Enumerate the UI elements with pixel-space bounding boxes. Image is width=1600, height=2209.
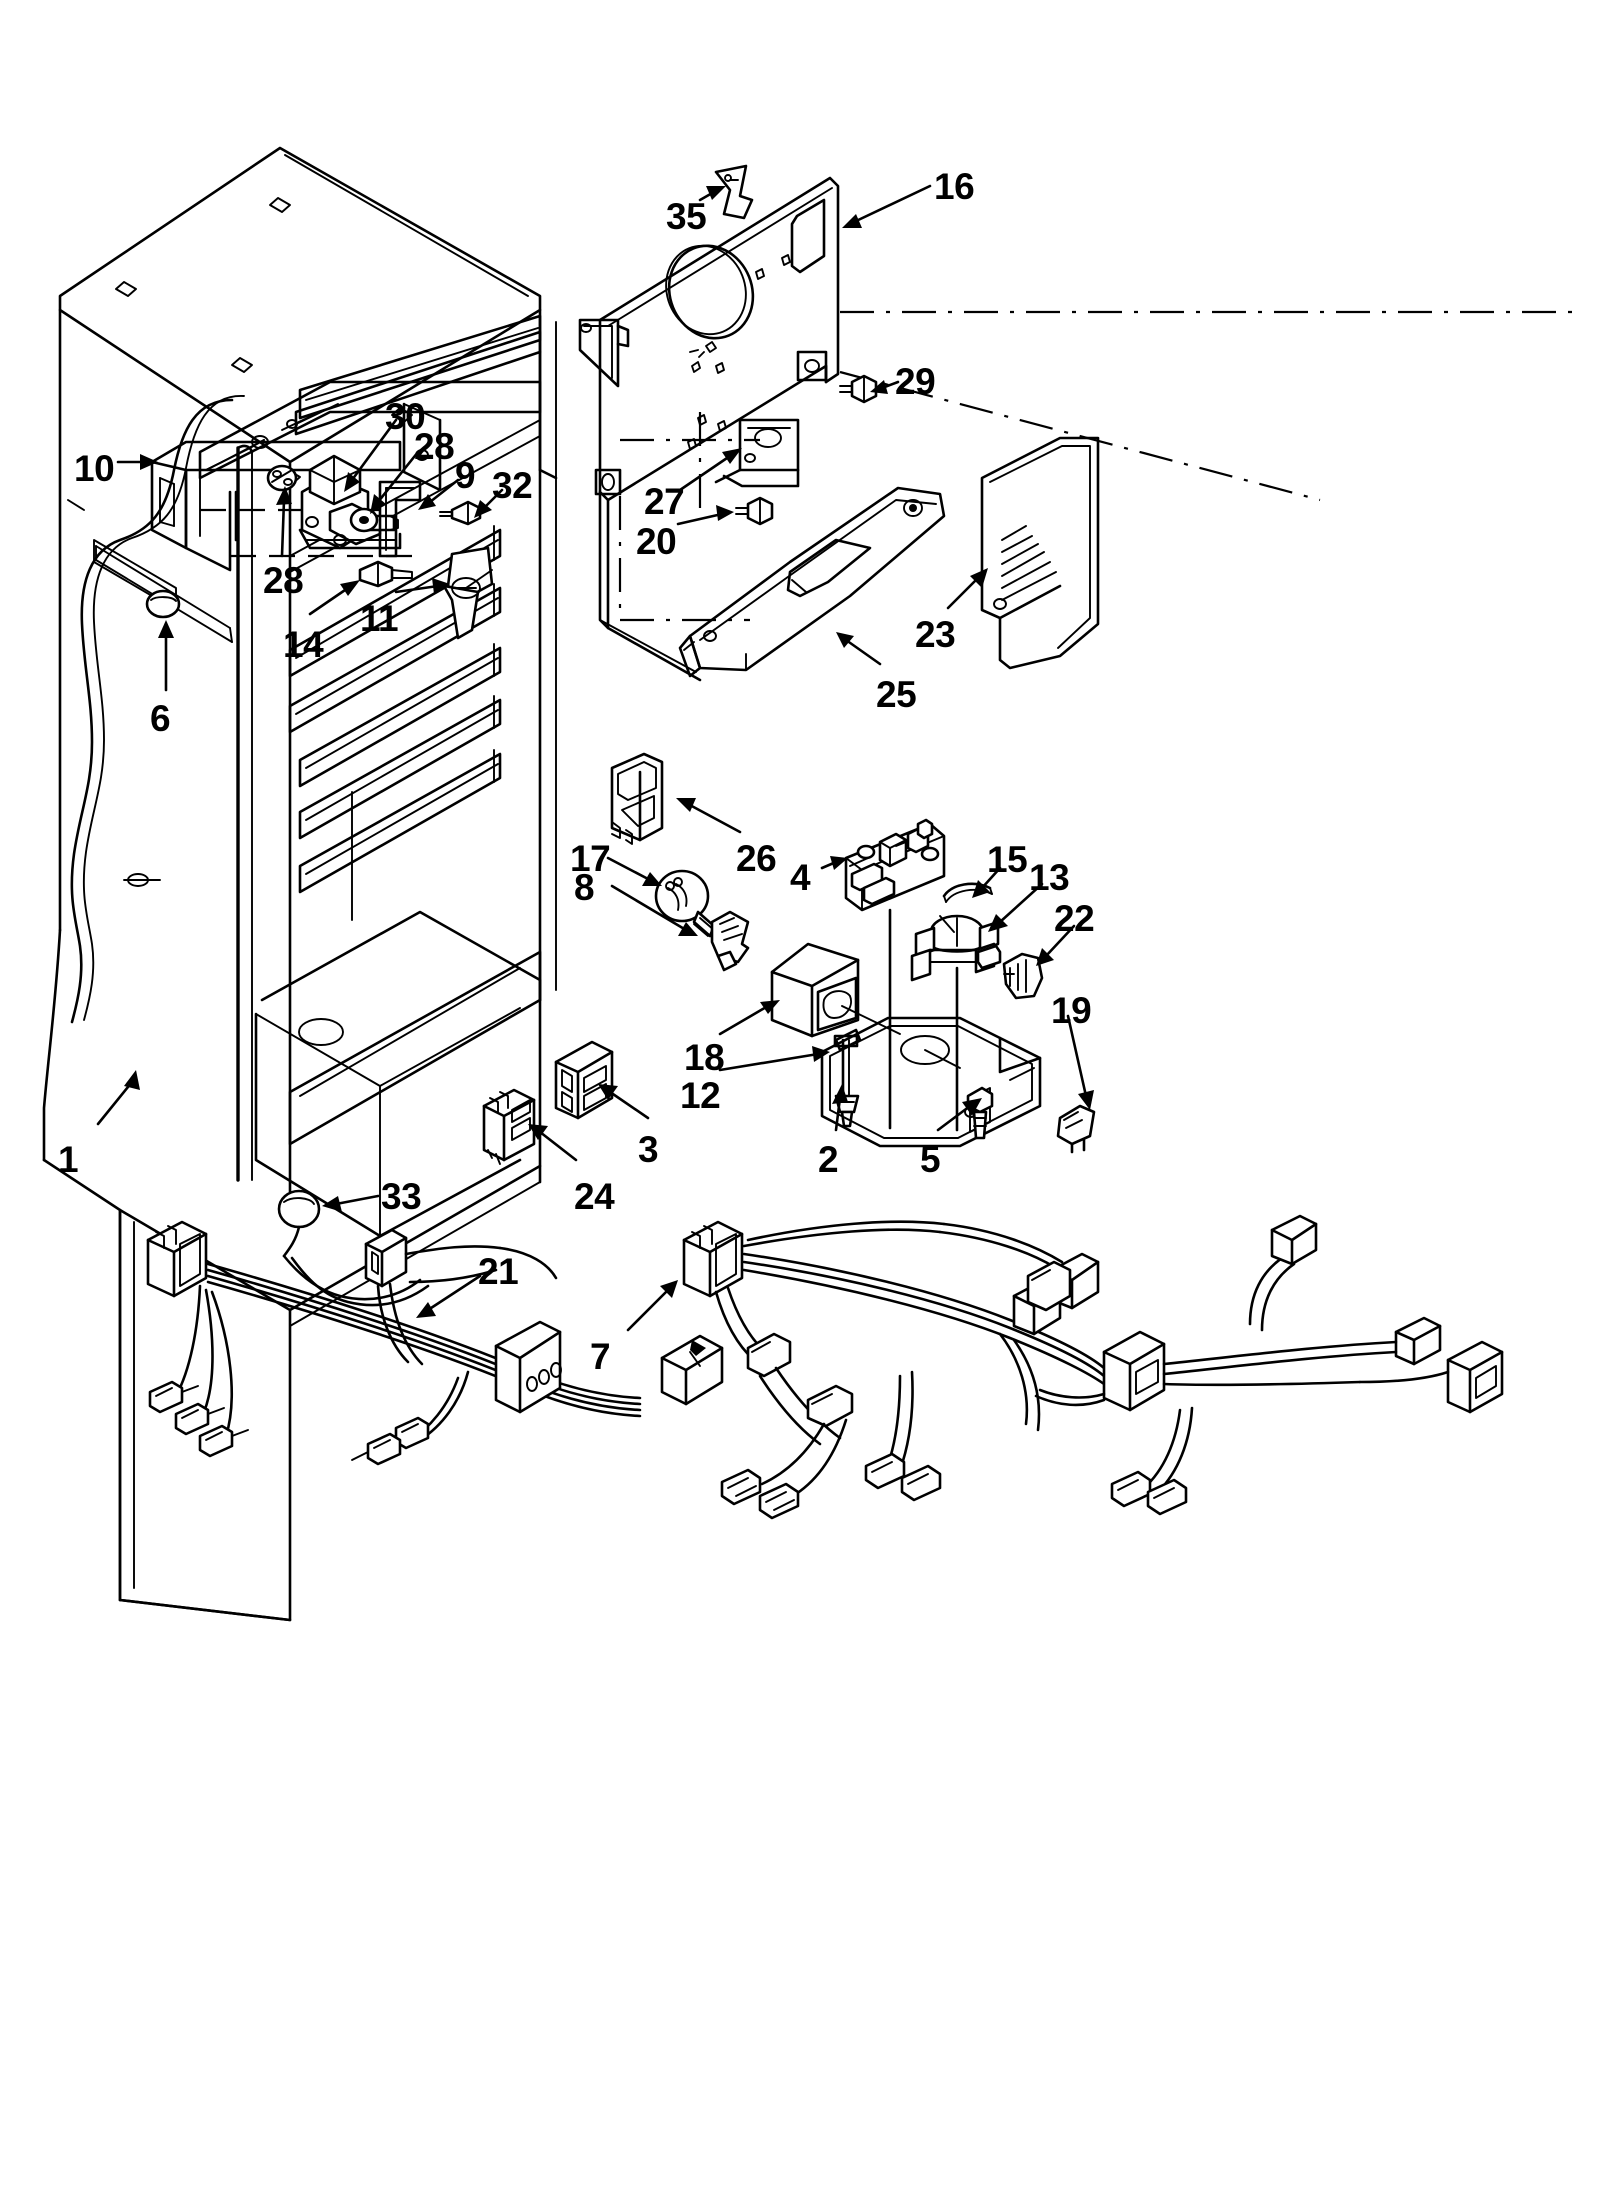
panel-hinge-bracket xyxy=(714,164,754,220)
spade-terminal xyxy=(148,1380,199,1414)
rear-machine-compartment-panel xyxy=(578,176,1580,682)
lamp-socket xyxy=(710,910,750,972)
light-bulb xyxy=(654,869,716,938)
callout-number: 5 xyxy=(920,1139,941,1180)
callout-number: 35 xyxy=(666,196,707,237)
callout-number: 10 xyxy=(74,448,115,489)
callout-number: 7 xyxy=(590,1336,611,1377)
callout-leaders xyxy=(96,184,1094,1332)
panel-mount-screw xyxy=(735,496,774,526)
spade-terminal xyxy=(351,1432,402,1466)
terminal-block-connector xyxy=(554,1040,614,1120)
spade-terminal xyxy=(864,1452,906,1490)
evaporator-cover-panel xyxy=(678,486,946,678)
callout-number: 14 xyxy=(283,624,324,665)
callout-number: 17 xyxy=(570,838,611,879)
spade-terminal xyxy=(720,1468,762,1506)
spade-terminal xyxy=(900,1464,942,1502)
damper-link-lever xyxy=(298,480,422,558)
callout-number: 23 xyxy=(915,614,956,655)
callout-number: 25 xyxy=(876,674,917,715)
multi-pin-connector xyxy=(482,1088,536,1165)
callout-number: 15 xyxy=(987,839,1028,880)
main-wire-harness xyxy=(660,1214,1504,1520)
callout-number: 27 xyxy=(644,481,685,522)
shelf-rails xyxy=(288,525,502,894)
air-duct-cover xyxy=(980,436,1100,670)
callout-number: 22 xyxy=(1054,898,1095,939)
electronic-control-board xyxy=(844,818,946,1130)
link-rod-screw xyxy=(439,500,482,526)
callout-number: 32 xyxy=(492,465,533,506)
cabinet-liner-shell xyxy=(42,146,558,1622)
spade-terminal xyxy=(1146,1478,1188,1516)
secondary-wire-harness xyxy=(146,1220,642,1466)
callout-number: 18 xyxy=(684,1037,725,1078)
callout-number: 28 xyxy=(414,426,455,467)
base-pan-tray xyxy=(820,1016,1042,1148)
wire-terminal-connector xyxy=(1056,1104,1096,1154)
evaporator-fan-blade xyxy=(442,546,494,640)
callout-number: 30 xyxy=(385,396,426,437)
spade-terminal xyxy=(198,1424,249,1458)
callout-number: 21 xyxy=(478,1251,519,1292)
callout-number: 6 xyxy=(150,698,171,739)
callout-number: 2 xyxy=(818,1139,839,1180)
callout-number: 20 xyxy=(636,521,677,562)
spade-terminal xyxy=(174,1402,225,1436)
screw-fastener xyxy=(358,560,413,588)
callout-number: 16 xyxy=(934,166,975,207)
damper-washer xyxy=(349,507,379,533)
spade-terminal xyxy=(758,1482,800,1520)
callout-number: 29 xyxy=(895,361,936,402)
callout-number: 3 xyxy=(638,1129,659,1170)
callout-number: 19 xyxy=(1051,990,1092,1031)
callout-number: 28 xyxy=(263,560,304,601)
callout-number: 11 xyxy=(360,598,399,639)
thermostat-terminal-boot xyxy=(1002,952,1044,1000)
callout-number: 33 xyxy=(381,1176,422,1217)
callout-number: 8 xyxy=(574,867,595,908)
access-cover-plate xyxy=(714,418,800,488)
harness-grommet xyxy=(277,1189,321,1258)
drain-plug-grommet xyxy=(145,589,181,619)
relay-block xyxy=(610,752,664,845)
light-shield-housing xyxy=(770,942,901,1038)
callout-number: 26 xyxy=(736,838,777,879)
panel-retaining-screw xyxy=(839,374,878,404)
callout-number: 4 xyxy=(790,857,811,898)
callout-number: 24 xyxy=(574,1176,615,1217)
callout-number: 13 xyxy=(1029,857,1070,898)
callout-number: 1 xyxy=(58,1139,79,1180)
damper-mount-screw xyxy=(266,464,298,492)
callout-number: 12 xyxy=(680,1075,721,1116)
callout-number: 9 xyxy=(455,455,476,496)
spade-terminal xyxy=(1110,1470,1152,1508)
